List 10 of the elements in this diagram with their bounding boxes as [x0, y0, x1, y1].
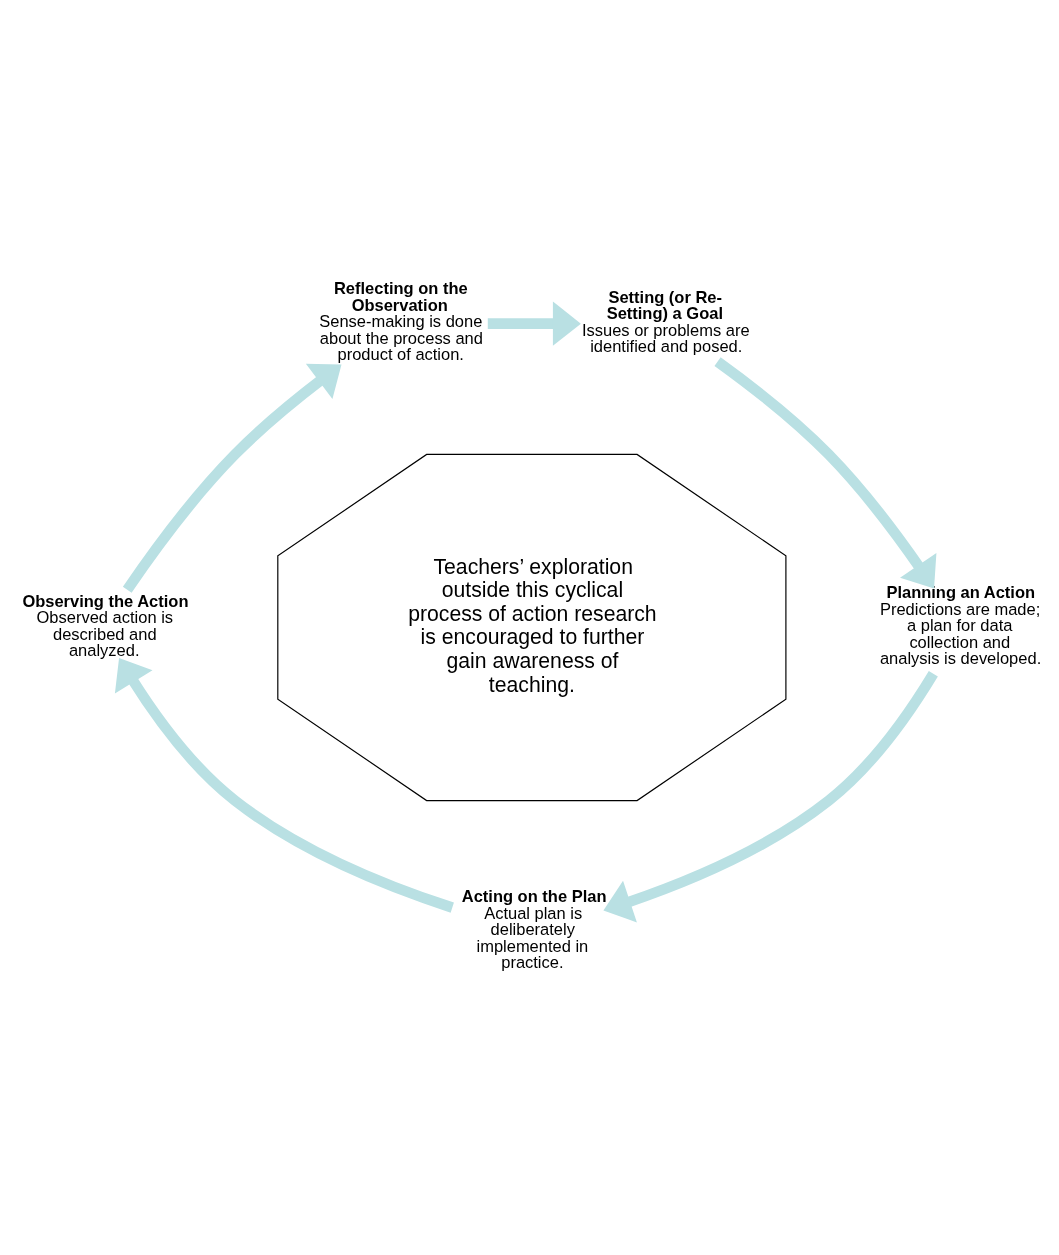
arrow [114, 658, 454, 913]
node-text: Planning an Action Predictions are made; a plan for data collection and analysis is developed. [879, 583, 1042, 668]
node-text: Observing the Action Observed action is described and analyzed. [22, 591, 189, 660]
arrow [603, 670, 938, 923]
node-text: Setting (or Re-Setting) a Goal Issues or problems are identified and posed. [581, 287, 750, 356]
node-text: Acting on the Plan Actual plan is deliberately implemented in practice. [461, 887, 607, 972]
arrow [487, 301, 581, 346]
arrow [122, 363, 342, 593]
arrow [714, 357, 937, 589]
node-text: Reflecting on the Observation Sense-making is done about the process and product of action. [319, 279, 483, 364]
